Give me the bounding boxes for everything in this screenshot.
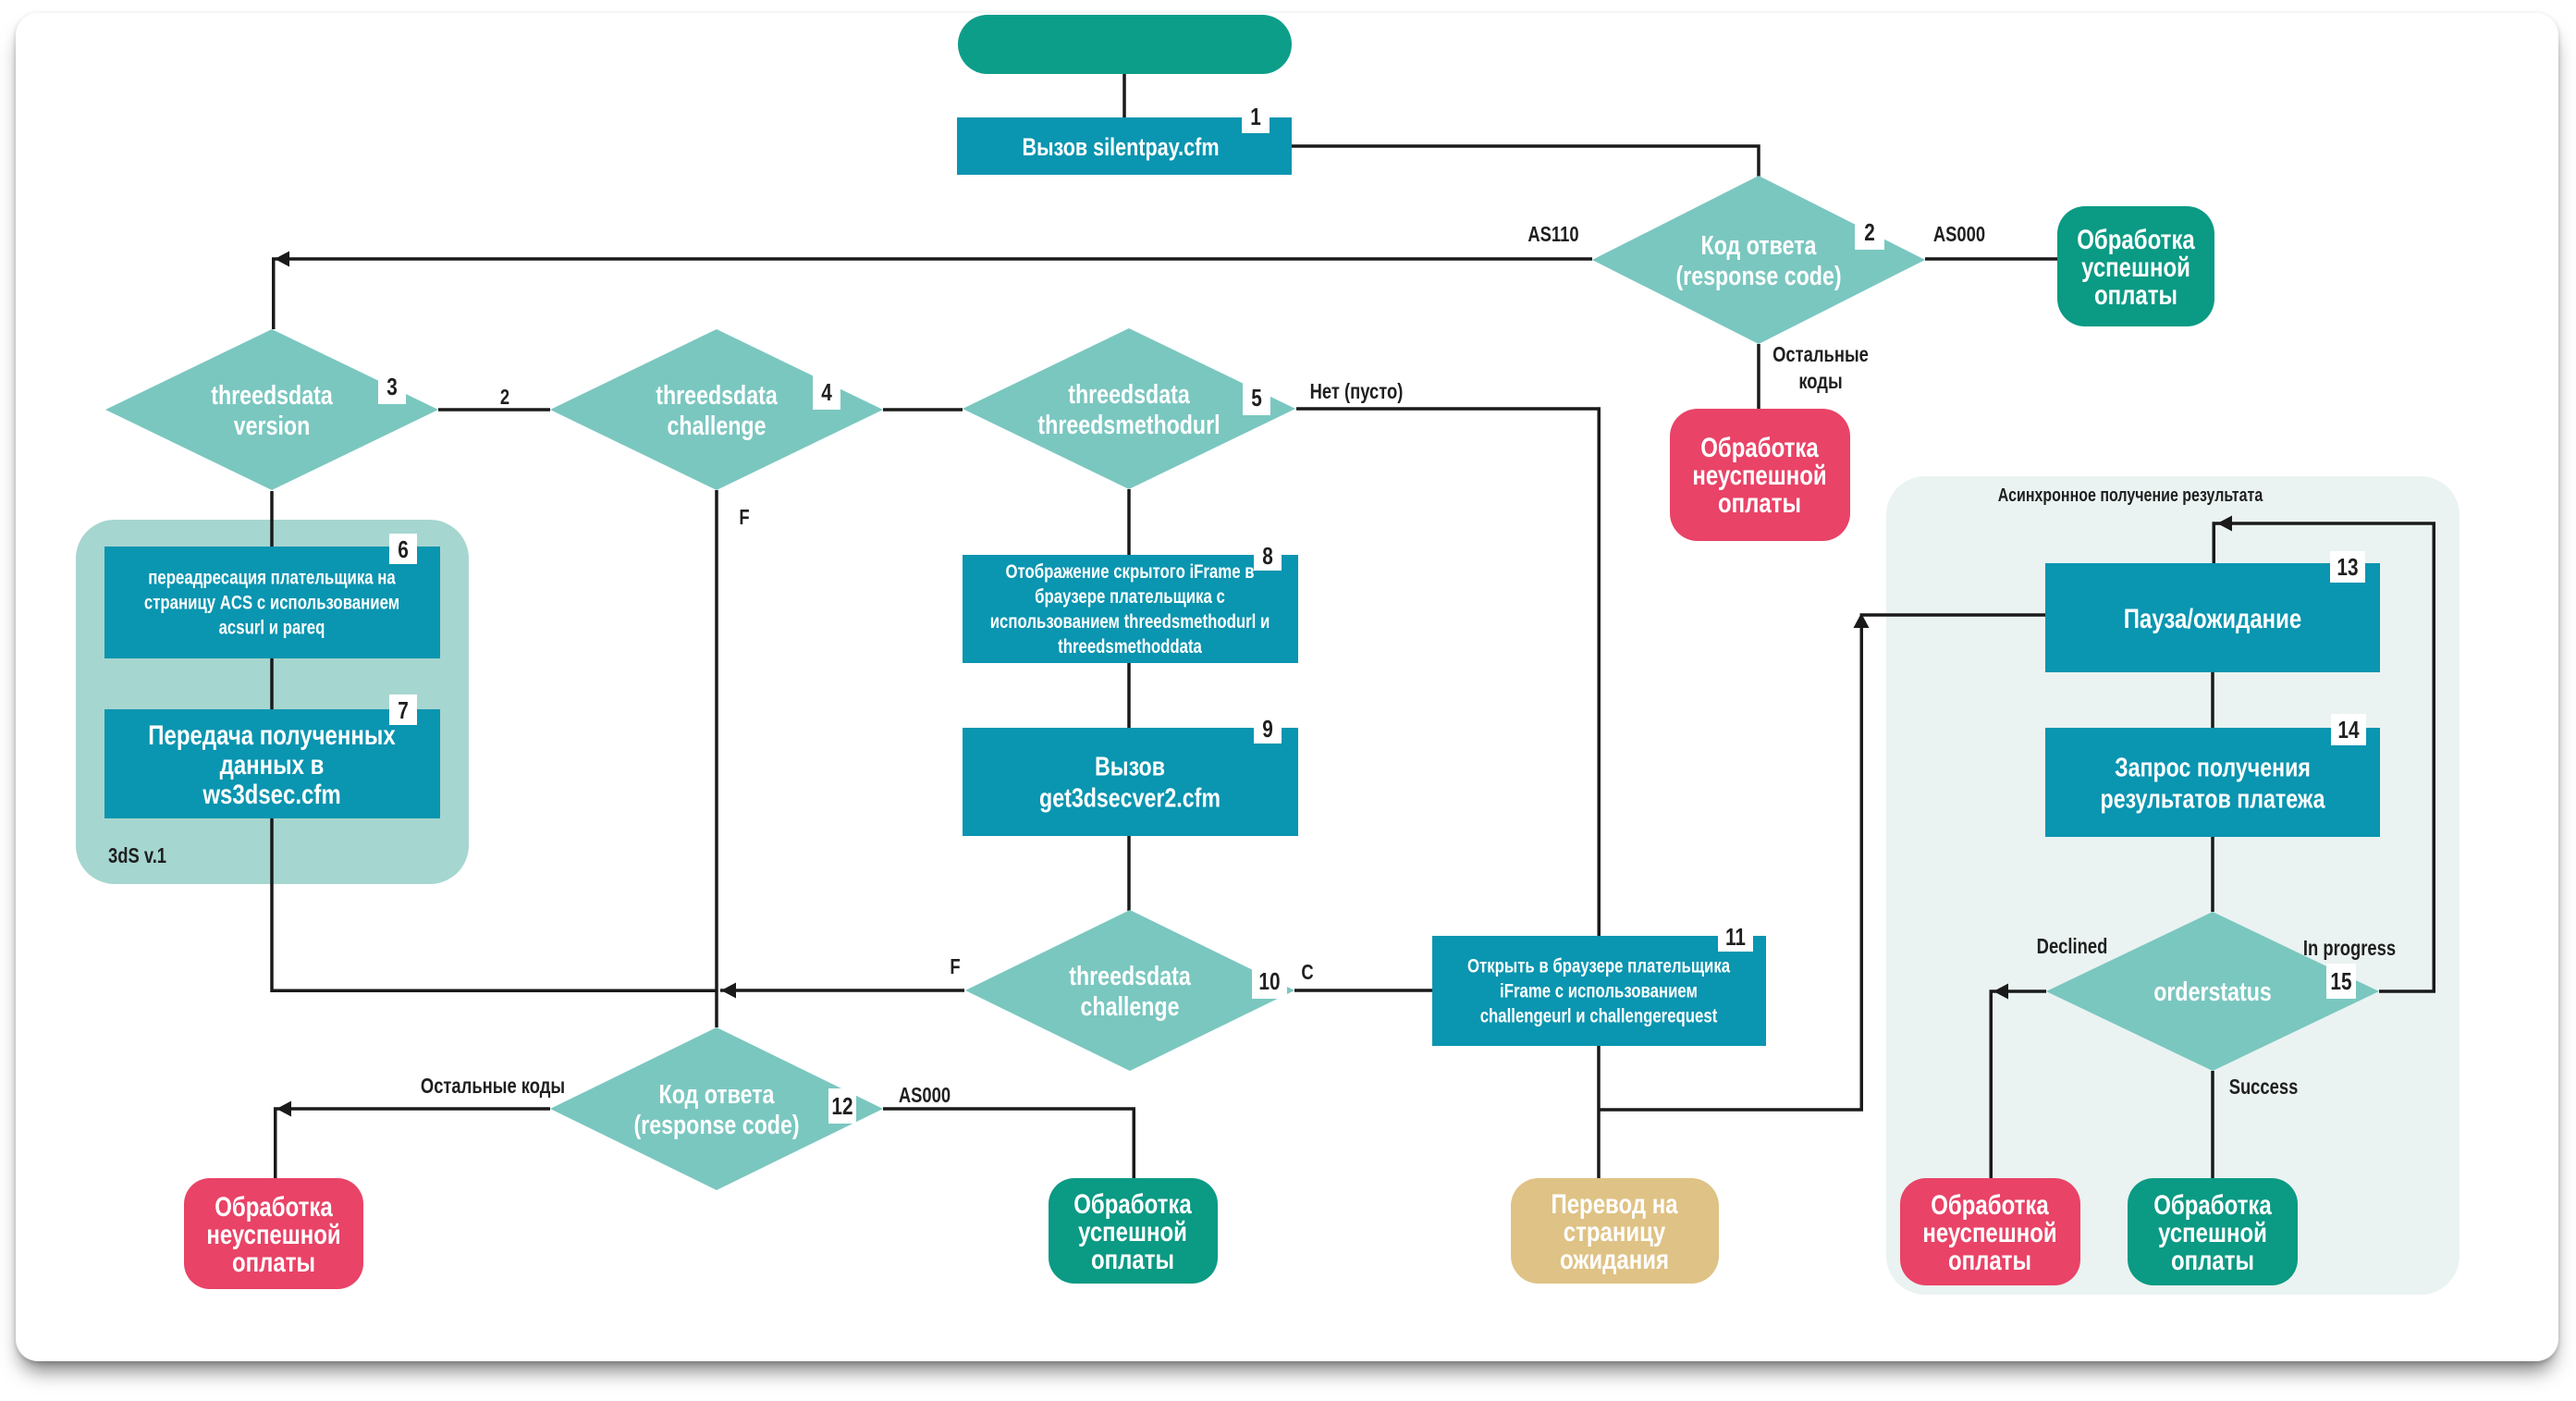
svg-text:оплаты: оплаты [1091, 1243, 1174, 1274]
svg-text:Нет (пусто): Нет (пусто) [1310, 380, 1404, 403]
svg-text:Асинхронное получение результа: Асинхронное получение результата [1998, 485, 2263, 505]
svg-text:браузере плательщика с: браузере плательщика с [1035, 586, 1225, 608]
svg-text:Запрос получения: Запрос получения [2115, 752, 2311, 782]
svg-text:acsurl и pareq: acsurl и pareq [219, 618, 325, 639]
svg-text:9: 9 [1262, 716, 1273, 743]
svg-text:F: F [739, 506, 749, 529]
svg-text:6: 6 [398, 536, 409, 563]
svg-text:Остальные коды: Остальные коды [421, 1075, 565, 1098]
svg-text:Declined: Declined [2037, 935, 2108, 958]
svg-text:Обработка: Обработка [1073, 1187, 1192, 1219]
svg-text:Перевод на: Перевод на [1551, 1187, 1678, 1219]
svg-text:orderstatus: orderstatus [2153, 976, 2272, 1006]
svg-text:14: 14 [2337, 717, 2359, 744]
svg-text:12: 12 [831, 1093, 853, 1120]
svg-text:успешной: успешной [1078, 1215, 1187, 1247]
svg-text:Передача полученных: Передача полученных [148, 719, 395, 750]
svg-text:успешной: успешной [2158, 1216, 2267, 1247]
svg-text:оплаты: оплаты [2094, 278, 2177, 310]
svg-text:15: 15 [2330, 968, 2351, 995]
svg-text:Обработка: Обработка [1931, 1188, 2049, 1220]
svg-text:get3dsecver2.cfm: get3dsecver2.cfm [1039, 782, 1221, 813]
svg-text:5: 5 [1251, 385, 1262, 412]
svg-text:Остальные: Остальные [1773, 343, 1869, 366]
svg-text:Код ответа: Код ответа [1701, 229, 1817, 260]
svg-text:AS110: AS110 [1527, 223, 1578, 246]
svg-text:7: 7 [398, 697, 409, 724]
svg-text:коды: коды [1798, 370, 1842, 393]
svg-text:C: C [1301, 961, 1313, 984]
svg-text:успешной: успешной [2081, 251, 2190, 282]
svg-text:неуспешной: неуспешной [1692, 459, 1826, 490]
svg-text:2: 2 [500, 386, 509, 409]
svg-text:оплаты: оплаты [1718, 486, 1801, 518]
svg-text:ws3dsec.cfm: ws3dsec.cfm [202, 778, 340, 809]
svg-text:Обработка: Обработка [1700, 431, 1819, 462]
svg-text:2: 2 [1864, 219, 1875, 246]
svg-text:(response code): (response code) [1675, 260, 1841, 290]
svg-text:неуспешной: неуспешной [1922, 1216, 2056, 1247]
svg-text:оплаты: оплаты [1948, 1244, 2031, 1275]
svg-text:threedsdata: threedsdata [656, 379, 778, 410]
svg-text:threedsdata: threedsdata [1068, 378, 1190, 409]
svg-text:threedsdata: threedsdata [1069, 960, 1191, 990]
svg-text:In progress: In progress [2303, 937, 2396, 960]
svg-text:8: 8 [1262, 543, 1273, 570]
svg-text:результатов платежа: результатов платежа [2101, 783, 2325, 814]
svg-text:challengeurl и challengereques: challengeurl и challengerequest [1480, 1006, 1718, 1027]
svg-text:Обработка: Обработка [215, 1190, 333, 1222]
svg-text:Обработка: Обработка [2077, 223, 2195, 254]
svg-text:version: version [234, 410, 310, 440]
svg-text:iFrame с использованием: iFrame с использованием [1500, 981, 1698, 1002]
svg-text:Вызов: Вызов [1095, 751, 1165, 781]
svg-text:F: F [950, 955, 960, 978]
svg-text:3: 3 [386, 374, 398, 400]
svg-text:Открыть в браузере плательщика: Открыть в браузере плательщика [1467, 956, 1731, 977]
svg-text:4: 4 [821, 379, 832, 406]
svg-text:threedsdata: threedsdata [211, 379, 333, 410]
svg-text:переадресация плательщика на: переадресация плательщика на [148, 568, 396, 589]
svg-text:13: 13 [2337, 554, 2358, 581]
svg-text:threedsmethodurl: threedsmethodurl [1037, 409, 1220, 439]
svg-text:Пауза/ожидание: Пауза/ожидание [2124, 602, 2301, 633]
svg-text:(response code): (response code) [633, 1109, 799, 1139]
svg-text:3dS v.1: 3dS v.1 [108, 844, 166, 867]
svg-text:11: 11 [1725, 924, 1746, 951]
svg-text:данных в: данных в [220, 748, 325, 780]
svg-text:1: 1 [1250, 104, 1261, 130]
svg-text:неуспешной: неуспешной [206, 1218, 340, 1249]
svg-text:challenge: challenge [668, 410, 767, 440]
svg-text:AS000: AS000 [899, 1084, 951, 1107]
svg-text:использованием threedsmethodur: использованием threedsmethodurl и [990, 611, 1270, 633]
svg-text:challenge: challenge [1081, 990, 1180, 1021]
svg-text:страницу ACS с использованием: страницу ACS с использованием [144, 593, 399, 614]
svg-text:страницу: страницу [1564, 1215, 1665, 1247]
svg-text:Success: Success [2229, 1075, 2299, 1099]
svg-text:10: 10 [1258, 968, 1280, 995]
svg-text:Отображение скрытого iFrame в: Отображение скрытого iFrame в [1005, 561, 1254, 583]
svg-text:AS000: AS000 [1933, 223, 1985, 246]
svg-text:оплаты: оплаты [232, 1246, 315, 1277]
svg-text:threedsmethoddata: threedsmethoddata [1058, 636, 1202, 657]
svg-text:Обработка: Обработка [2153, 1188, 2272, 1220]
svg-text:Код ответа: Код ответа [659, 1078, 775, 1109]
svg-text:ожидания: ожидания [1560, 1243, 1669, 1274]
svg-text:оплаты: оплаты [2171, 1244, 2254, 1275]
svg-text:Вызов silentpay.cfm: Вызов silentpay.cfm [1022, 134, 1219, 162]
